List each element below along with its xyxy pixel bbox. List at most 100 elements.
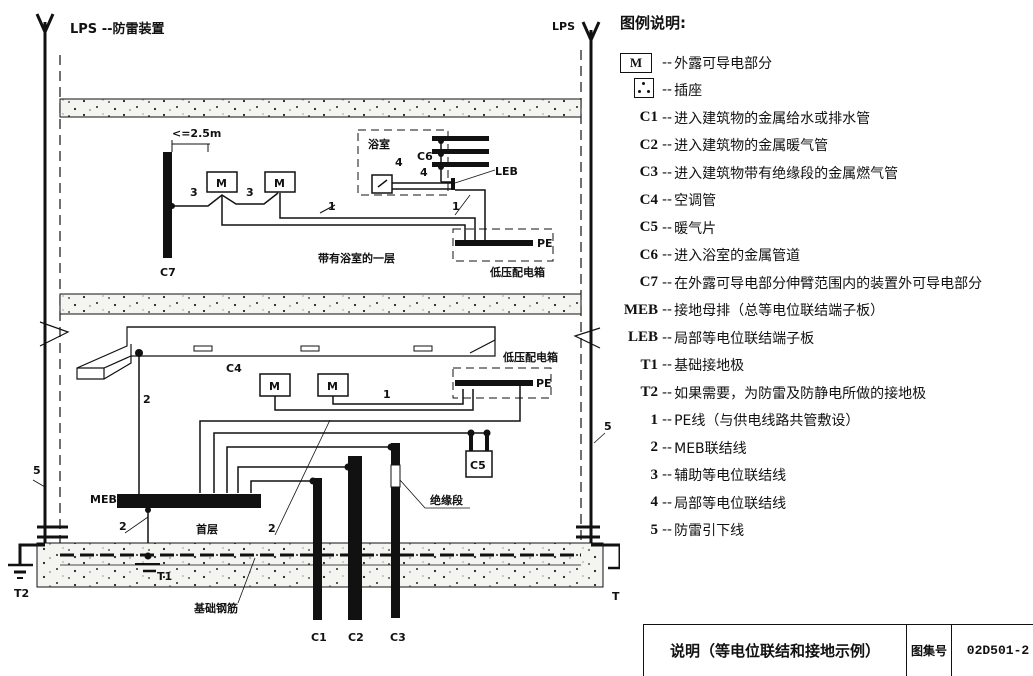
exposed-part-symbol: M — [620, 52, 658, 73]
legend-separator: -- — [662, 494, 673, 511]
title-block: 说明（等电位联结和接地示例） 图集号 02D501-2 — [643, 624, 1033, 676]
legend-separator: -- — [662, 329, 673, 346]
legend-item: C3--进入建筑物带有绝缘段的金属燃气管 — [620, 159, 1033, 187]
svg-text:5: 5 — [604, 420, 612, 433]
lps-right-label: LPS — [552, 20, 575, 33]
legend-key: C5 — [639, 219, 658, 236]
c6-pipes — [432, 136, 489, 182]
exposed-part-m2: M — [264, 171, 296, 193]
legend-separator: -- — [662, 412, 673, 429]
svg-text:T2: T2 — [612, 590, 620, 603]
drawing-title: 说明（等电位联结和接地示例） — [644, 625, 907, 676]
exposed-part-m3: M — [259, 373, 291, 397]
leb-terminal — [451, 178, 455, 190]
legend-item: 5--防雷引下线 — [620, 517, 1033, 545]
c4-label: C4 — [226, 362, 242, 375]
legend-item: 4--局部等电位联结线 — [620, 489, 1033, 517]
legend-item: 3--辅助等电位联结线 — [620, 462, 1033, 490]
legend-item: T1--基础接地极 — [620, 352, 1033, 380]
legend-separator: -- — [662, 164, 673, 181]
legend-key: C6 — [639, 246, 658, 263]
atlas-number-label: 图集号 — [907, 625, 952, 676]
legend-item: LEB--局部等电位联结端子板 — [620, 324, 1033, 352]
legend-separator: -- — [662, 384, 673, 401]
legend-key: C2 — [639, 136, 658, 153]
m-box-icon: M — [620, 52, 652, 73]
legend-item: 1--PE线（与供电线路共管敷设） — [620, 407, 1033, 435]
svg-text:PE: PE — [536, 377, 552, 390]
svg-text:1: 1 — [328, 200, 336, 213]
legend-item: --插座 — [620, 77, 1033, 105]
atlas-number: 02D501-2 — [966, 643, 1030, 658]
exposed-part-m1: M — [206, 171, 238, 193]
legend-item: MEB--接地母排（总等电位联结端子板） — [620, 297, 1033, 325]
svg-text:M: M — [327, 380, 338, 393]
c1-water-pipe — [309, 477, 322, 620]
legend-key: MEB — [623, 301, 658, 318]
legend-separator: -- — [662, 467, 673, 484]
socket-symbol — [620, 77, 658, 103]
svg-text:C5: C5 — [470, 459, 486, 472]
legend-description: 进入建筑物的金属暖气管 — [674, 138, 829, 155]
legend-description: 进入浴室的金属管道 — [674, 248, 801, 265]
legend-key: 1 — [650, 411, 659, 428]
legend-item: C7--在外露可导电部分伸臂范围内的装置外可导电部分 — [620, 269, 1033, 297]
pe-bar-floor1 — [455, 240, 533, 246]
legend-key: LEB — [627, 329, 658, 346]
legend-description: 进入建筑物带有绝缘段的金属燃气管 — [674, 165, 899, 182]
middle-slab — [59, 293, 582, 315]
legend-item: C4--空调管 — [620, 187, 1033, 215]
legend-key: C1 — [639, 109, 658, 126]
pe-line-1b — [279, 193, 476, 240]
exposed-part-m4: M — [317, 373, 349, 397]
legend-description: 局部等电位联结线 — [674, 495, 787, 512]
break-symbol-left — [39, 321, 70, 347]
svg-text:1: 1 — [452, 200, 460, 213]
legend-separator: -- — [662, 522, 673, 539]
svg-text:5: 5 — [33, 464, 41, 477]
svg-text:2: 2 — [143, 393, 151, 406]
svg-text:3: 3 — [190, 186, 198, 199]
legend-key: 2 — [650, 439, 659, 456]
legend-item: C2--进入建筑物的金属暖气管 — [620, 132, 1033, 160]
legend-item: C6--进入浴室的金属管道 — [620, 242, 1033, 270]
svg-text:4: 4 — [420, 166, 428, 179]
legend-key: T1 — [640, 356, 658, 373]
c1-label: C1 — [311, 631, 327, 644]
c3-label: C3 — [390, 631, 406, 644]
floor1-caption: 带有浴室的一层 — [318, 251, 395, 265]
rebar-label: 基础钢筋 — [193, 601, 238, 615]
panel-label-floor1: 低压配电箱 — [489, 265, 545, 279]
legend-title: 图例说明: — [620, 14, 686, 32]
pe-bar-ground — [455, 380, 533, 386]
ground-floor-caption: 首层 — [196, 522, 218, 536]
c7-label: C7 — [160, 266, 176, 279]
legend-description: PE线（与供电线路共管敷设） — [674, 413, 860, 430]
legend-key: C3 — [639, 164, 658, 181]
pe-line-1a — [221, 195, 466, 240]
c3-gas-pipe — [387, 443, 401, 618]
left-t2-ground — [8, 525, 68, 579]
lps-right — [580, 21, 601, 548]
svg-text:3: 3 — [246, 186, 254, 199]
legend-separator: -- — [662, 219, 673, 236]
c2-label: C2 — [348, 631, 364, 644]
legend-separator: -- — [662, 357, 673, 374]
legend-description: 空调管 — [674, 193, 717, 210]
legend-description: 局部等电位联结端子板 — [674, 330, 815, 347]
legend-description: 辅助等电位联结线 — [674, 468, 787, 485]
right-t2-ground — [576, 525, 620, 570]
legend-item: M--外露可导电部分 — [620, 49, 1033, 77]
legend-separator: -- — [662, 54, 673, 71]
svg-text:4: 4 — [395, 156, 403, 169]
lps-left-label: LPS --防雷装置 — [70, 21, 165, 37]
distance-label: <=2.5m — [172, 127, 221, 140]
legend-key: 4 — [650, 494, 659, 511]
svg-text:M: M — [274, 177, 285, 190]
c5-radiator: C5 — [465, 450, 493, 478]
legend-description: 接地母排（总等电位联结端子板） — [674, 303, 885, 320]
break-symbol-right — [573, 327, 601, 349]
socket-icon — [371, 174, 393, 194]
roof-slab — [59, 98, 582, 118]
c2-heating-pipe — [344, 456, 362, 620]
